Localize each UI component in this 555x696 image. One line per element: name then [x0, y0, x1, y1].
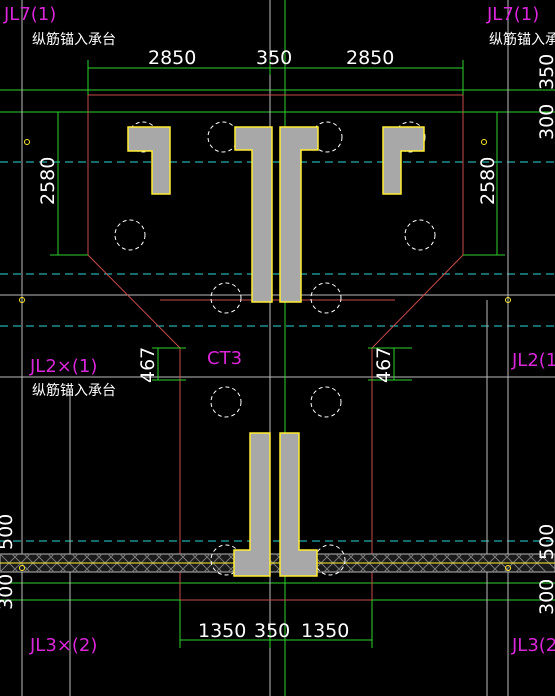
column-bottom-center-left — [233, 432, 271, 577]
beam-label-mid-right[interactable]: JL2(1 — [511, 350, 555, 371]
dim-edge-right-bottom-2: 300 — [536, 579, 555, 615]
dimension-lines — [50, 60, 505, 648]
dim-top-width-right: 2850 — [346, 47, 394, 69]
anchor-dots — [19, 139, 511, 571]
dim-edge-left-bottom-2: 300 — [0, 574, 17, 610]
dim-bottom-right: 1350 — [301, 620, 349, 642]
dim-bottom-mid: 350 — [254, 620, 290, 642]
note-top-left: 纵筋锚入承台 — [32, 31, 116, 48]
dim-edge-right-top: 350 — [536, 54, 555, 90]
dim-edge-right-top-2: 300 — [536, 104, 555, 140]
column-bottom-center-right — [279, 432, 318, 577]
beam-label-bottom-right[interactable]: JL3(2 — [511, 635, 555, 656]
note-mid-left: 纵筋锚入承台 — [32, 382, 116, 399]
dim-edge-right-bottom: 500 — [536, 524, 555, 560]
beam-label-top-right[interactable]: JL7(1) — [486, 4, 539, 25]
column-top-left-l — [127, 126, 171, 195]
dim-top-width-mid: 350 — [256, 47, 292, 69]
column-top-right-l — [382, 126, 425, 195]
column-top-center-left — [234, 126, 273, 303]
note-top-right: 纵筋锚入承台 — [489, 31, 555, 48]
dim-height-right: 2580 — [477, 157, 499, 205]
pile-cap-label[interactable]: CT3 — [207, 348, 242, 369]
beam-label-bottom-left[interactable]: JL3×(2) — [29, 635, 97, 656]
dim-height-left: 2580 — [37, 157, 59, 205]
dim-top-width-left: 2850 — [148, 47, 196, 69]
dim-taper-left: 467 — [137, 347, 159, 383]
concrete-columns[interactable] — [127, 126, 425, 577]
dim-bottom-left: 1350 — [198, 620, 246, 642]
beam-label-mid-left[interactable]: JL2×(1) — [29, 356, 97, 377]
beam-label-top-left[interactable]: JL7(1) — [3, 4, 56, 25]
hatched-beam-band — [0, 553, 555, 573]
dim-taper-right: 467 — [373, 347, 395, 383]
column-top-center-right — [279, 126, 319, 303]
dim-edge-left-bottom: 500 — [0, 514, 17, 550]
